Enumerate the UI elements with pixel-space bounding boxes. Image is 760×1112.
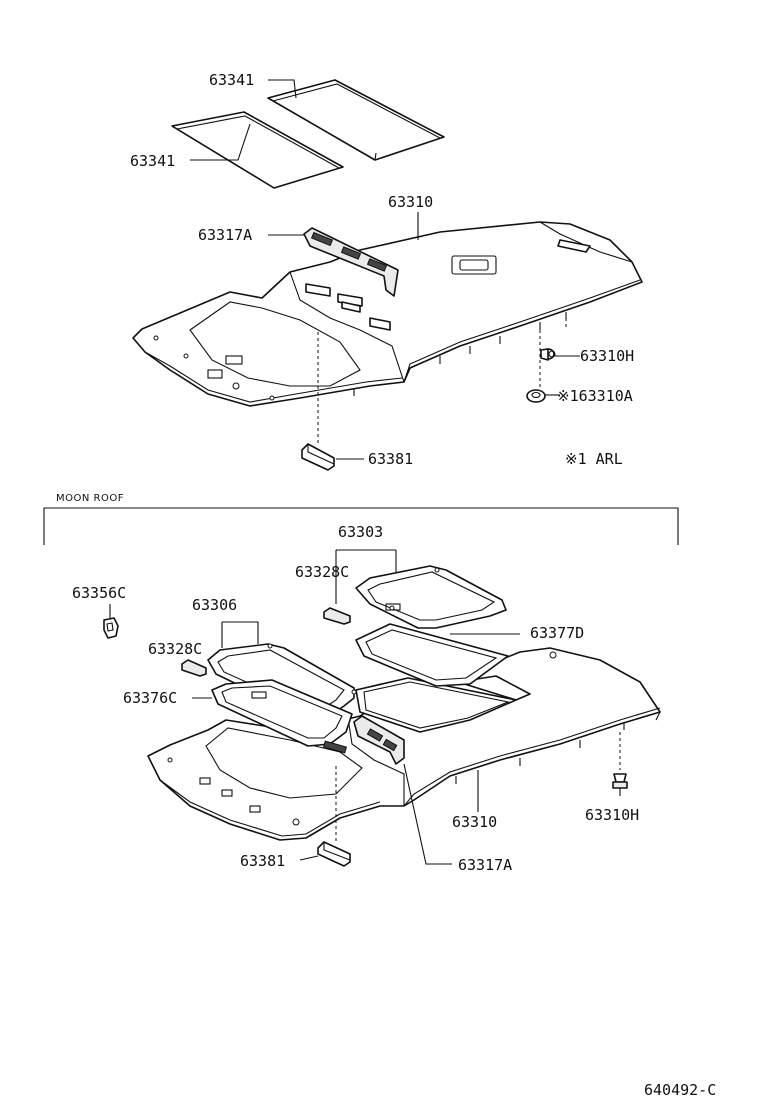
label-63310h-lower: 63310H [585,806,639,824]
moon-roof-heading: MOON ROOF [56,493,124,504]
label-63381-upper: 63381 [368,450,413,468]
label-63377d: 63377D [530,624,584,642]
clip-63310h-lower [612,732,628,796]
label-63310-upper: 63310 [388,193,433,211]
moon-roof-section: MOON ROOF [43,493,679,874]
lamp-63381-upper [301,332,335,471]
label-63341-lower: 63341 [130,152,175,170]
label-63306: 63306 [192,596,237,614]
spacer-63328c-lower [181,659,207,677]
label-63317a-upper: 63317A [198,226,252,244]
footnote-arl: ※1 ARL [565,450,623,468]
label-63356c: 63356C [72,584,126,602]
label-63328c-upper: 63328C [295,563,349,581]
clip-63356c [103,617,119,639]
spacer-63328c-upper [323,607,351,625]
headliner-openings [355,675,531,733]
headliner-upper [132,221,643,407]
drawing-code: 640492-C [644,1081,716,1099]
seal-63377d [355,623,509,687]
label-63341-upper: 63341 [209,71,254,89]
seal-63376c [211,679,353,747]
sound-pad-upper [267,79,445,161]
label-63310h-upper: 63310H [580,347,634,365]
label-63310-lower: 63310 [452,813,497,831]
assembly-63303 [355,565,507,629]
label-63317a-lower: 63317A [458,856,512,874]
moon-roof-bracket-line [43,507,679,545]
label-63376c: 63376C [123,689,177,707]
label-163310a: ※163310A [557,387,633,405]
retainer-163310a [526,389,546,403]
bracket-63317a-upper [303,227,399,297]
label-63303: 63303 [338,523,383,541]
lamp-63381-lower [317,766,351,867]
label-63328c-lower: 63328C [148,640,202,658]
sound-pad-lower [171,111,344,189]
bracket-63317a-lower [322,715,405,765]
clip-63310h-upper [539,312,567,388]
upper-roof-group: 63341 63341 63310 63317A 63310H ※163310A… [130,71,643,471]
label-63381-lower: 63381 [240,852,285,870]
